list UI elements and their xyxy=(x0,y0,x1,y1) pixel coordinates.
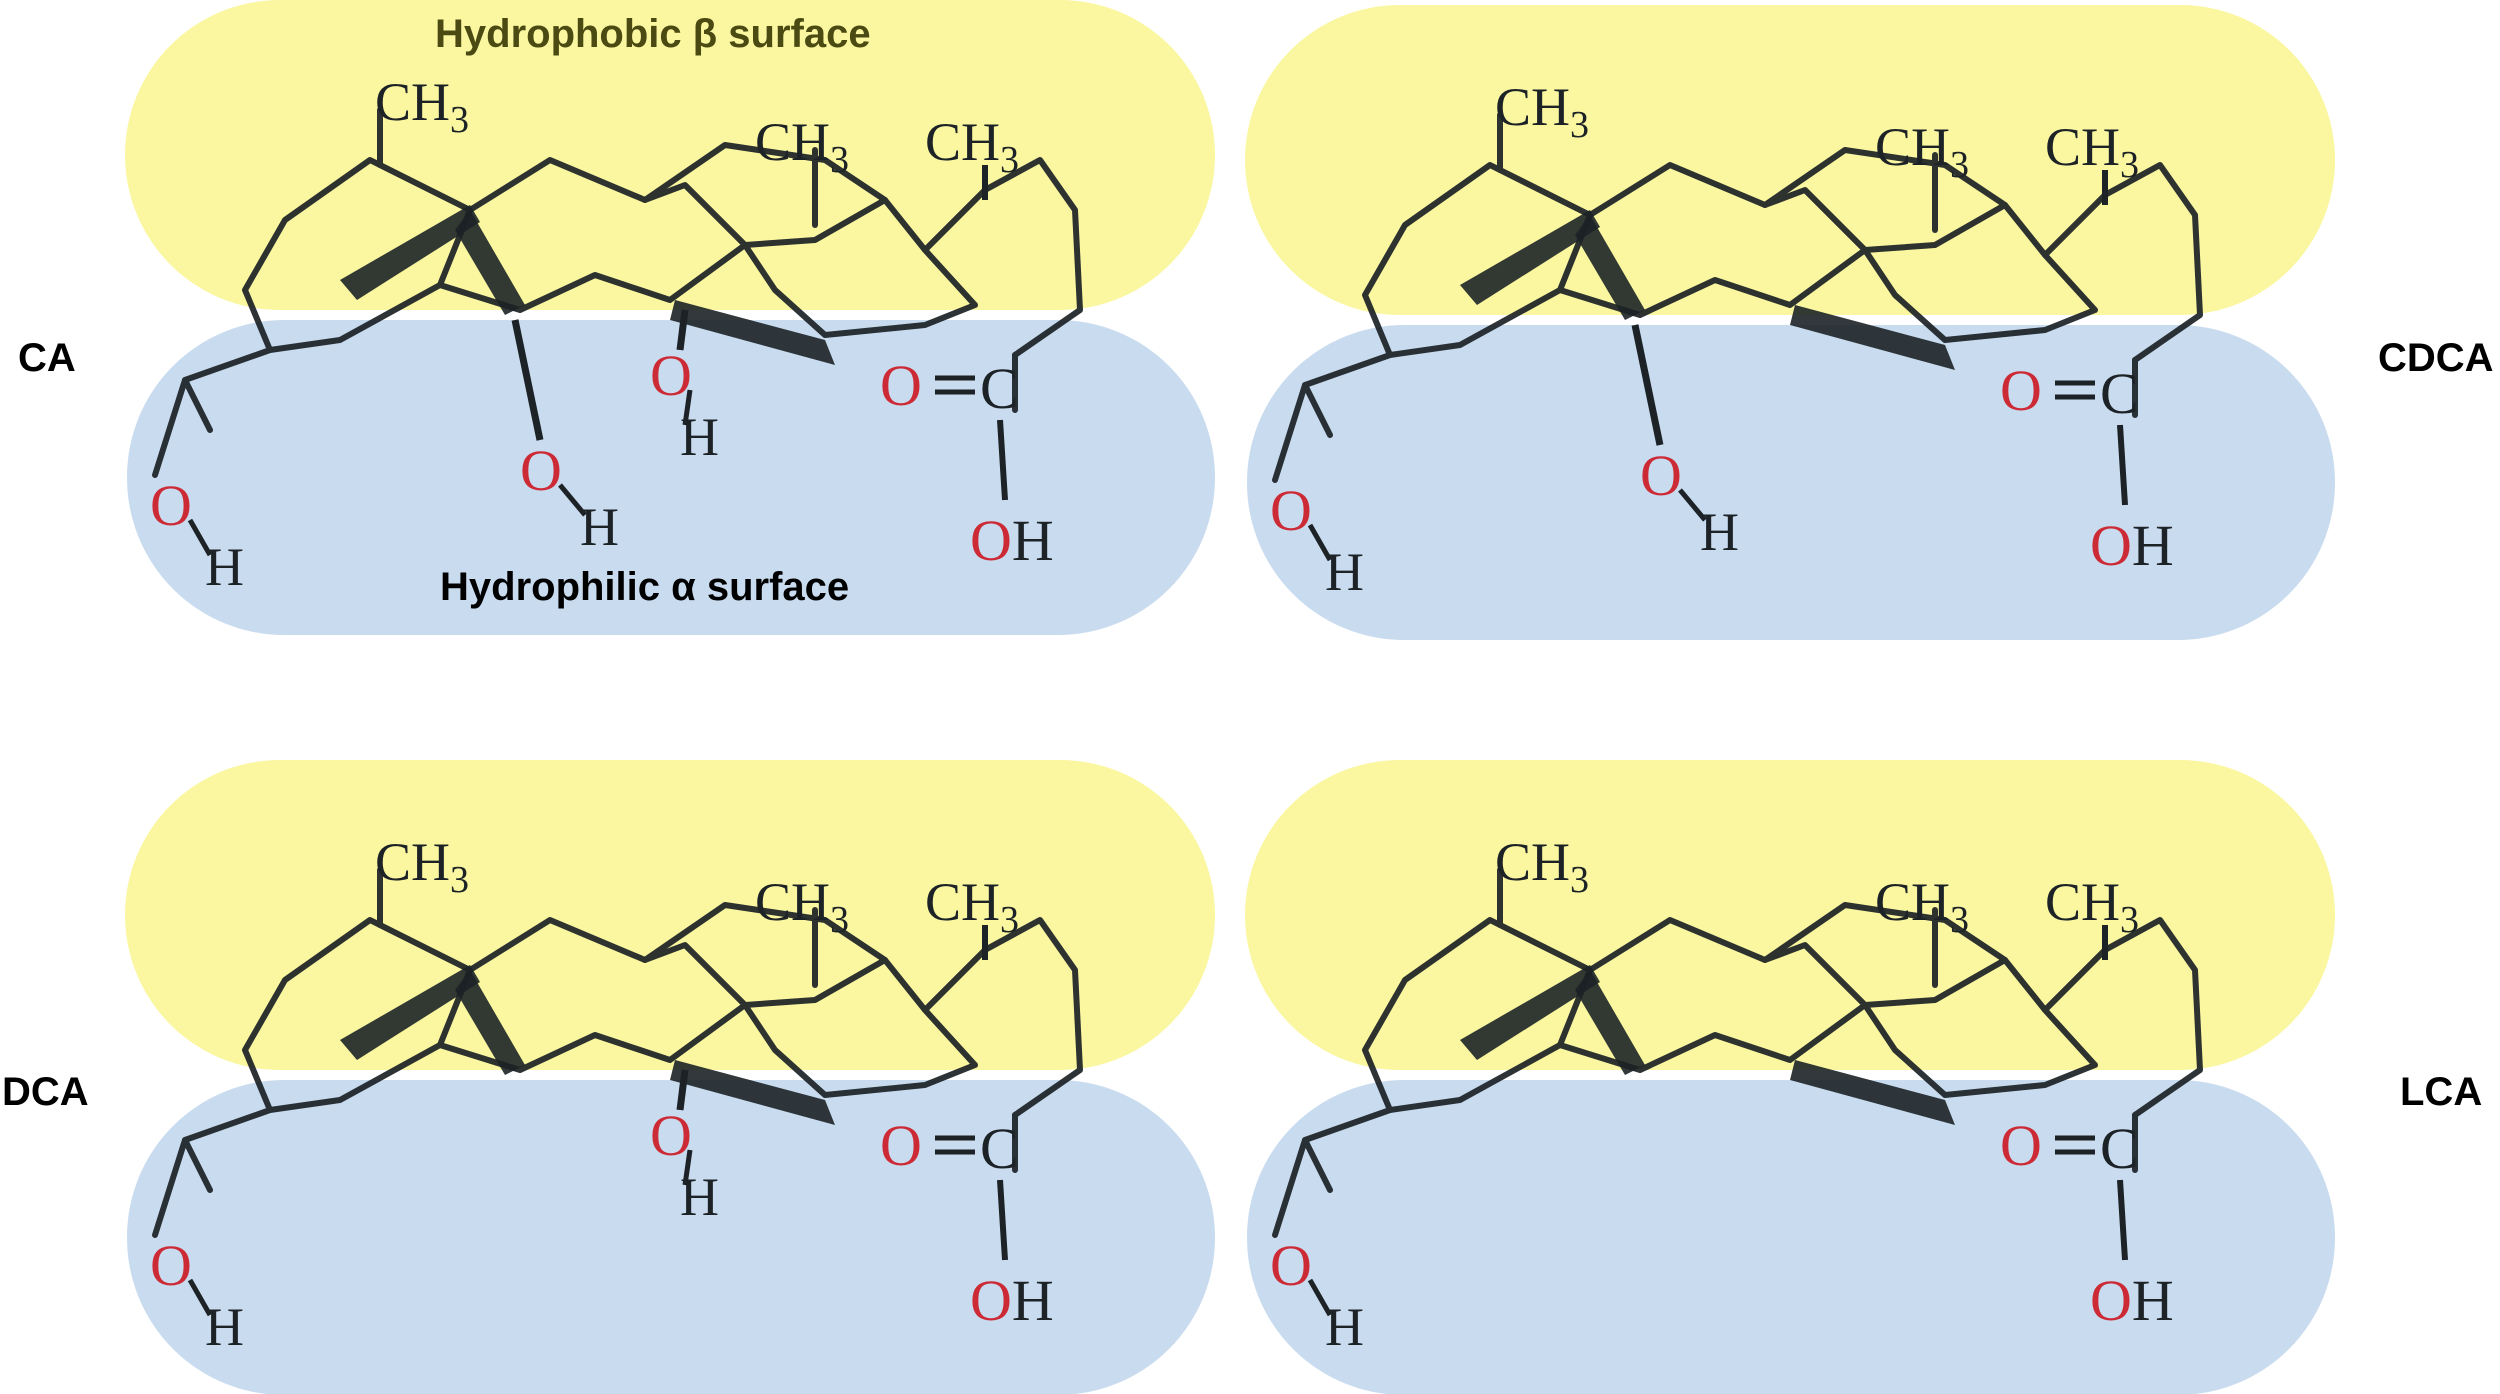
hydrophobic-surface xyxy=(1245,760,2335,1070)
hydrophilic-surface-label: Hydrophilic α surface xyxy=(440,565,850,609)
wedge-bond xyxy=(1575,970,1645,1075)
methyl-group: CH3 xyxy=(2045,117,2139,186)
wedge-bond xyxy=(1460,210,1600,305)
hydroxyl-group: OH xyxy=(2090,513,2174,578)
oxygen-atom: O xyxy=(150,473,192,538)
hydrophilic-surface xyxy=(127,1080,1215,1394)
oxygen-atom: O xyxy=(1640,443,1682,508)
carbon-atom: C xyxy=(2100,361,2139,426)
hydroxyl-group: OH xyxy=(970,508,1054,573)
oxygen-atom: O xyxy=(1270,1233,1312,1298)
label-cdca: CDCA xyxy=(2378,336,2494,380)
hydrogen-atom: H xyxy=(680,1167,719,1227)
oxygen-atom: O xyxy=(150,1233,192,1298)
oxygen-atom: O xyxy=(520,438,562,503)
hydrophilic-surface xyxy=(1247,325,2335,640)
oxygen-atom: O xyxy=(2000,1113,2042,1178)
hydrogen-atom: H xyxy=(1325,542,1364,602)
wedge-bond xyxy=(455,970,525,1075)
carbon-atom: C xyxy=(980,356,1019,421)
hydrophilic-surface xyxy=(127,320,1215,635)
wedge-bond xyxy=(455,210,525,315)
hydrogen-atom: H xyxy=(680,407,719,467)
wedge-bond xyxy=(1790,1060,1955,1125)
hydrophobic-surface xyxy=(125,760,1215,1070)
methyl-group: CH3 xyxy=(1495,832,1589,901)
steroid-skeleton xyxy=(1272,112,2203,483)
hydrophobic-surface xyxy=(1245,5,2335,315)
wedge-bond xyxy=(340,965,480,1060)
wedge-bond xyxy=(670,1060,835,1125)
steroid-skeleton xyxy=(152,867,1083,1238)
oxygen-atom: O xyxy=(650,343,692,408)
hydroxyl-group: OH xyxy=(2090,1268,2174,1333)
hydrogen-atom: H xyxy=(1325,1297,1364,1357)
wedge-bond xyxy=(1790,305,1955,370)
label-lca: LCA xyxy=(2400,1070,2483,1114)
hydrophilic-surface xyxy=(1247,1080,2335,1394)
wedge-bond xyxy=(1460,965,1600,1060)
wedge-bond xyxy=(1575,215,1645,320)
steroid-skeleton xyxy=(1272,867,2203,1238)
carbon-atom: C xyxy=(2100,1116,2139,1181)
oxygen-atom: O xyxy=(650,1103,692,1168)
hydrogen-atom: H xyxy=(580,497,619,557)
oxygen-atom: O xyxy=(2000,358,2042,423)
label-dca: DCA xyxy=(2,1070,89,1114)
steroid-skeleton xyxy=(152,107,1083,478)
hydrogen-atom: H xyxy=(205,1297,244,1357)
oxygen-atom: O xyxy=(1270,478,1312,543)
oxygen-atom: O xyxy=(880,353,922,418)
oxygen-atom: O xyxy=(880,1113,922,1178)
carbon-atom: C xyxy=(980,1116,1019,1181)
hydrogen-atom: H xyxy=(1700,502,1739,562)
wedge-bond xyxy=(340,205,480,300)
label-ca: CA xyxy=(18,336,76,380)
hydrophobic-surface-label: Hydrophobic β surface xyxy=(435,12,871,56)
hydrogen-atom: H xyxy=(205,537,244,597)
hydroxyl-group: OH xyxy=(970,1268,1054,1333)
wedge-bond xyxy=(670,300,835,365)
